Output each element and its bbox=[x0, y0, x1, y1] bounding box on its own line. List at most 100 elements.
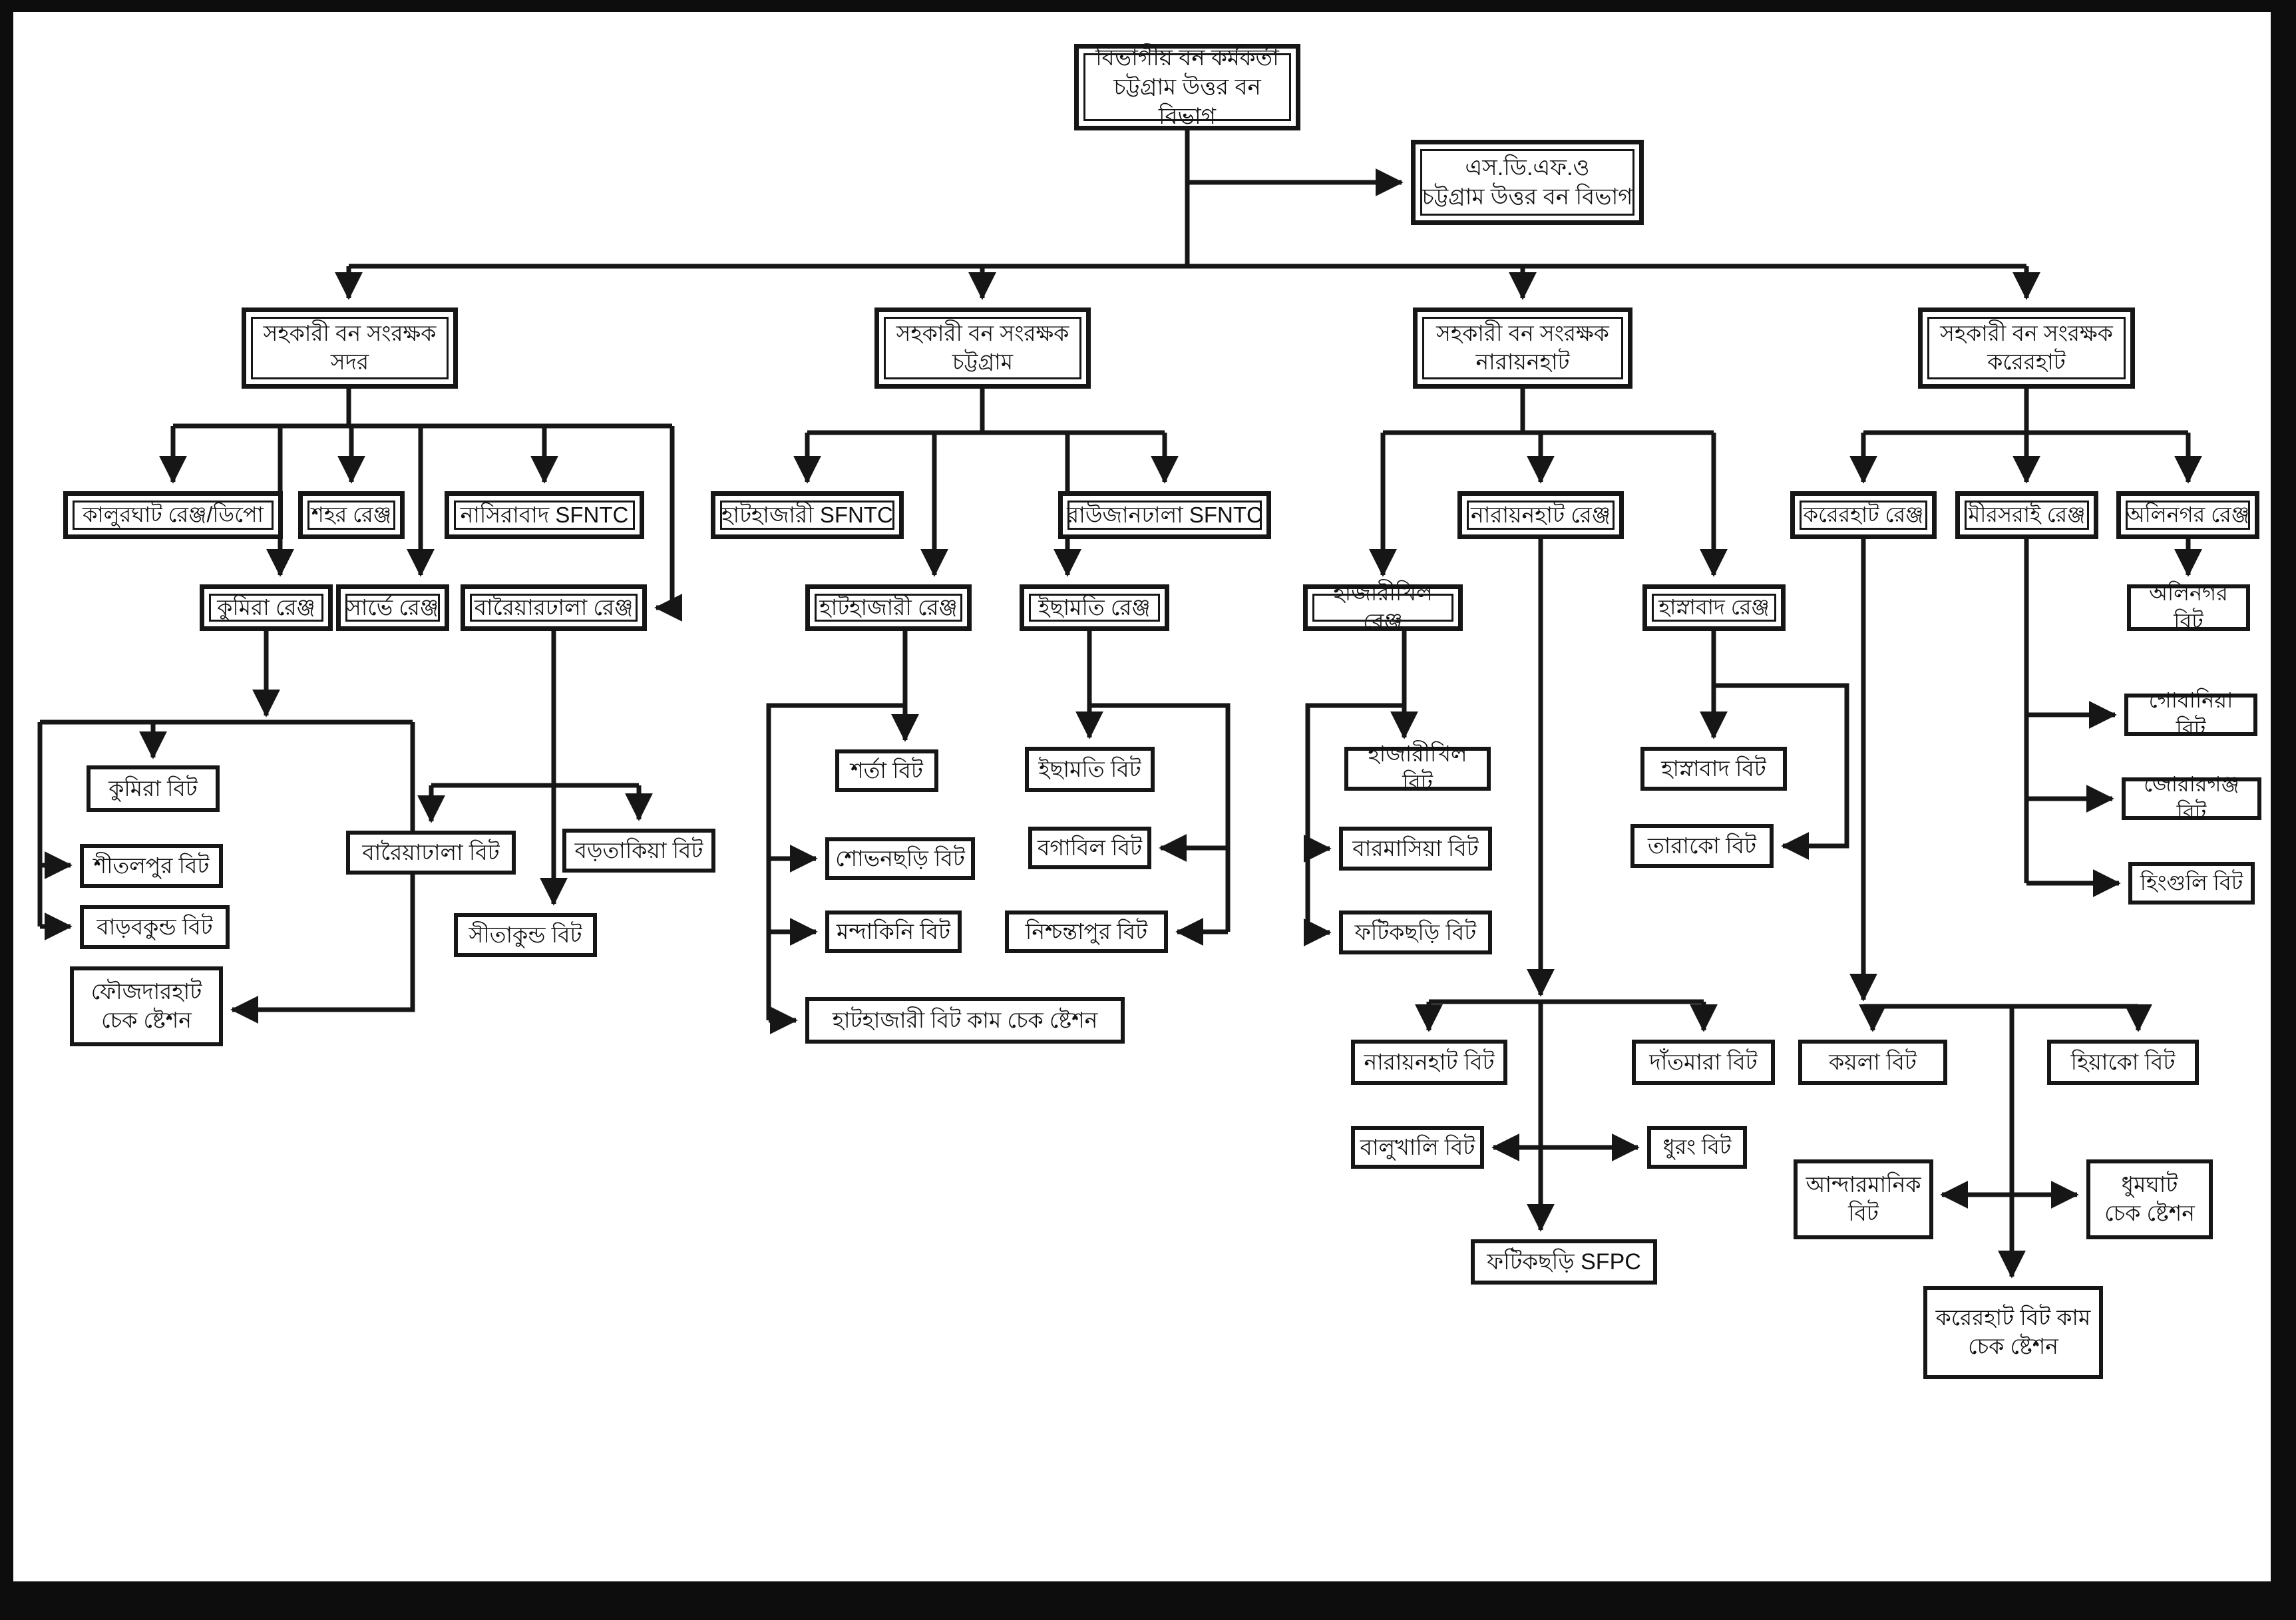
org-node-balukhali-bit: বালুখালি বিট bbox=[1351, 1126, 1484, 1169]
org-node-label: নারায়নহাট রেঞ্জ bbox=[1471, 502, 1611, 527]
org-node-label: রাউজানঢালা SFNTC bbox=[1067, 502, 1262, 527]
org-node-koyla-bit: কয়লা বিট bbox=[1798, 1040, 1947, 1085]
org-node-label: শোভনছড়ি বিট bbox=[835, 845, 965, 871]
org-node-label: ইছামতি বিট bbox=[1038, 756, 1141, 781]
org-node-label: করেরহাট রেঞ্জ bbox=[1803, 503, 1924, 527]
org-node-label: নাসিরাবাদ SFNTC bbox=[460, 502, 629, 527]
org-node-label: শীতলপুর বিট bbox=[93, 853, 210, 878]
org-node-baraiyardhala-range: বারৈয়ারঢালা রেঞ্জ bbox=[461, 584, 647, 631]
org-node-label: শহর রেঞ্জ bbox=[311, 503, 392, 527]
org-node-fatikchhari-sfpc: ফটিকছড়ি SFPC bbox=[1471, 1239, 1657, 1285]
org-node-hasnabad-range: হাস্নাবাদ রেঞ্জ bbox=[1642, 584, 1786, 631]
org-node-label: হাটহাজারী SFNTC bbox=[721, 502, 893, 527]
org-node-label: অলিনগর রেঞ্জ bbox=[2126, 503, 2250, 527]
org-node-bartakia-bit: বড়তাকিয়া বিট bbox=[562, 829, 715, 873]
org-node-label: গোবানিয়া বিট bbox=[2148, 688, 2233, 740]
org-node-sarve-range: সার্ভে রেঞ্জ bbox=[336, 584, 449, 631]
org-node-bogabil-bit: বগাবিল বিট bbox=[1028, 827, 1151, 869]
org-node-label: সহকারী বন সংরক্ষক নারায়নহাট bbox=[1436, 321, 1609, 374]
org-node-datmara-bit: দাঁতমারা বিট bbox=[1632, 1040, 1775, 1085]
org-node-hiyako-bit: হিয়াকো বিট bbox=[2047, 1040, 2199, 1085]
org-node-hinguli-bit: হিংগুলি বিট bbox=[2128, 862, 2255, 905]
edge-link-baraiyardhala bbox=[654, 426, 683, 622]
org-node-label: এস.ডি.এফ.ও চট্টগ্রাম উত্তর বন বিভাগ bbox=[1422, 154, 1633, 210]
org-node-label: কয়লা বিট bbox=[1829, 1049, 1917, 1074]
org-node-nishchintapur-bit: নিশ্চন্তাপুর বিট bbox=[1005, 911, 1168, 953]
edge-tee-ichamoti bbox=[1089, 703, 1231, 932]
org-node-label: হাজারীখিল রেঞ্জ bbox=[1333, 580, 1433, 634]
org-node-kalurghat: কালুরঘাট রেঞ্জ/ডিপো bbox=[63, 491, 283, 539]
org-node-label: হিয়াকো বিট bbox=[2070, 1049, 2176, 1074]
org-node-label: সহকারী বন সংরক্ষক করেরহাট bbox=[1940, 321, 2113, 374]
edge-rail-fouzdarhat bbox=[230, 722, 415, 1024]
org-node-label: ধুমঘাট চেক ষ্টেশন bbox=[2104, 1172, 2195, 1225]
org-node-karerhat-range: করেরহাট রেঞ্জ bbox=[1790, 491, 1937, 539]
org-node-label: বাড়বকুন্ড বিট bbox=[96, 914, 213, 939]
org-node-shitalpur-bit: শীতলপুর বিট bbox=[80, 844, 223, 888]
org-node-label: বারৈয়াঢালা বিট bbox=[362, 839, 500, 865]
org-node-label: নারায়নহাট বিট bbox=[1364, 1049, 1495, 1074]
org-node-tarako-bit: তারাকো বিট bbox=[1630, 824, 1774, 868]
org-node-karerhat-cs: করেরহাট বিট কাম চেক ষ্টেশন bbox=[1923, 1286, 2103, 1379]
org-node-dfo: বিভাগীয় বন কর্মকর্তা চট্টগ্রাম উত্তর বন… bbox=[1074, 44, 1300, 130]
org-node-shahar: শহর রেঞ্জ bbox=[298, 491, 405, 539]
org-node-mandakini-bit: মন্দাকিনি বিট bbox=[825, 911, 962, 953]
org-node-label: বারৈয়ারঢালা রেঞ্জ bbox=[474, 594, 634, 620]
org-node-narayanhat-bit: নারায়নহাট বিট bbox=[1351, 1040, 1507, 1085]
org-node-baraiyadhala-bit: বারৈয়াঢালা বিট bbox=[346, 831, 516, 875]
org-node-sitakunda-bit: সীতাকুন্ড বিট bbox=[454, 913, 597, 957]
org-node-hazarikhil-range: হাজারীখিল রেঞ্জ bbox=[1303, 580, 1463, 634]
org-node-label: হিংগুলি বিট bbox=[2140, 871, 2243, 895]
org-node-jorarganj-bit: জোরারগঞ্জ বিট bbox=[2122, 772, 2261, 824]
org-node-label: হাস্নাবাদ বিট bbox=[1661, 755, 1766, 781]
org-node-hazarikhil-bit: হাজারীখিল বিট bbox=[1344, 741, 1491, 795]
org-node-label: ফটিকছড়ি বিট bbox=[1354, 919, 1477, 944]
org-node-label: কালুরঘাট রেঞ্জ/ডিপো bbox=[83, 503, 264, 527]
org-node-label: ধুরং বিট bbox=[1662, 1135, 1732, 1159]
org-node-label: সার্ভে রেঞ্জ bbox=[346, 594, 439, 620]
org-node-fouzdarhat-cs: ফৌজদারহাট চেক ষ্টেশন bbox=[70, 966, 223, 1046]
chart-canvas: বিভাগীয় বন কর্মকর্তা চট্টগ্রাম উত্তর বন… bbox=[13, 12, 2271, 1581]
org-node-hathazari-sfntc: হাটহাজারী SFNTC bbox=[711, 491, 904, 539]
org-node-label: মন্দাকিনি বিট bbox=[837, 918, 950, 944]
org-node-label: সীতাকুন্ড বিট bbox=[469, 922, 582, 947]
chart-inner: বিভাগীয় বন কর্মকর্তা চট্টগ্রাম উত্তর বন… bbox=[13, 12, 2271, 1581]
org-node-hathazari-cs: হাটহাজারী বিট কাম চেক ষ্টেশন bbox=[805, 997, 1125, 1044]
org-node-label: ফটিকছড়ি SFPC bbox=[1487, 1249, 1641, 1275]
org-node-label: বগাবিল বিট bbox=[1038, 835, 1142, 860]
org-node-afc-ctg: সহকারী বন সংরক্ষক চট্টগ্রাম bbox=[874, 307, 1091, 389]
org-node-label: নিশ্চন্তাপুর বিট bbox=[1025, 918, 1148, 944]
org-node-ichamoti-bit: ইছামতি বিট bbox=[1025, 747, 1155, 792]
org-node-sdfo: এস.ডি.এফ.ও চট্টগ্রাম উত্তর বন বিভাগ bbox=[1411, 140, 1644, 225]
org-node-hasnabad-bit: হাস্নাবাদ বিট bbox=[1640, 747, 1787, 791]
org-node-narayanhat-range: নারায়নহাট রেঞ্জ bbox=[1457, 491, 1624, 539]
org-node-hathazari-range: হাটহাজারী রেঞ্জ bbox=[805, 584, 972, 631]
org-node-ichamoti-range: ইছামতি রেঞ্জ bbox=[1020, 584, 1169, 631]
org-node-alinagar-range: অলিনগর রেঞ্জ bbox=[2116, 491, 2259, 539]
org-node-afc-nhat: সহকারী বন সংরক্ষক নারায়নহাট bbox=[1413, 307, 1632, 389]
org-node-andarmanik-bit: আন্দারমানিক বিট bbox=[1794, 1159, 1933, 1239]
org-node-label: ইছামতি রেঞ্জ bbox=[1038, 594, 1151, 620]
edge-tee-hasnabad-tarako bbox=[1714, 683, 1849, 860]
org-node-dhumghat-cs: ধুমঘাট চেক ষ্টেশন bbox=[2086, 1159, 2213, 1239]
org-node-label: কুমিরা বিট bbox=[108, 775, 198, 801]
org-node-kumira-bit: কুমিরা বিট bbox=[87, 765, 220, 812]
org-node-afc-khat: সহকারী বন সংরক্ষক করেরহাট bbox=[1918, 307, 2135, 389]
org-node-label: হাটহাজারী রেঞ্জ bbox=[819, 594, 958, 620]
org-node-barabkunda-bit: বাড়বকুন্ড বিট bbox=[80, 905, 230, 949]
org-node-alinagar-bit: অলিনগর বিট bbox=[2127, 581, 2250, 633]
org-node-dhurong-bit: ধুরং বিট bbox=[1647, 1126, 1747, 1169]
org-node-afc-sadar: সহকারী বন সংরক্ষক সদর bbox=[242, 307, 458, 389]
org-node-kumira-range: কুমিরা রেঞ্জ bbox=[200, 584, 333, 631]
org-node-label: হাস্নাবাদ রেঞ্জ bbox=[1658, 595, 1770, 620]
org-node-label: সহকারী বন সংরক্ষক সদর bbox=[263, 321, 437, 374]
org-node-nasirabad: নাসিরাবাদ SFNTC bbox=[445, 491, 644, 539]
org-node-shovonchhori-bit: শোভনছড়ি বিট bbox=[825, 837, 975, 880]
org-node-label: জোরারগঞ্জ বিট bbox=[2144, 772, 2239, 824]
org-node-label: আন্দারমানিক বিট bbox=[1806, 1172, 1921, 1225]
org-node-label: শর্তা বিট bbox=[851, 757, 923, 783]
org-node-label: বালুখালি বিট bbox=[1360, 1134, 1475, 1159]
org-node-label: ফৌজদারহাট চেক ষ্টেশন bbox=[91, 979, 202, 1032]
edge-tee-hathazari bbox=[766, 703, 905, 1020]
